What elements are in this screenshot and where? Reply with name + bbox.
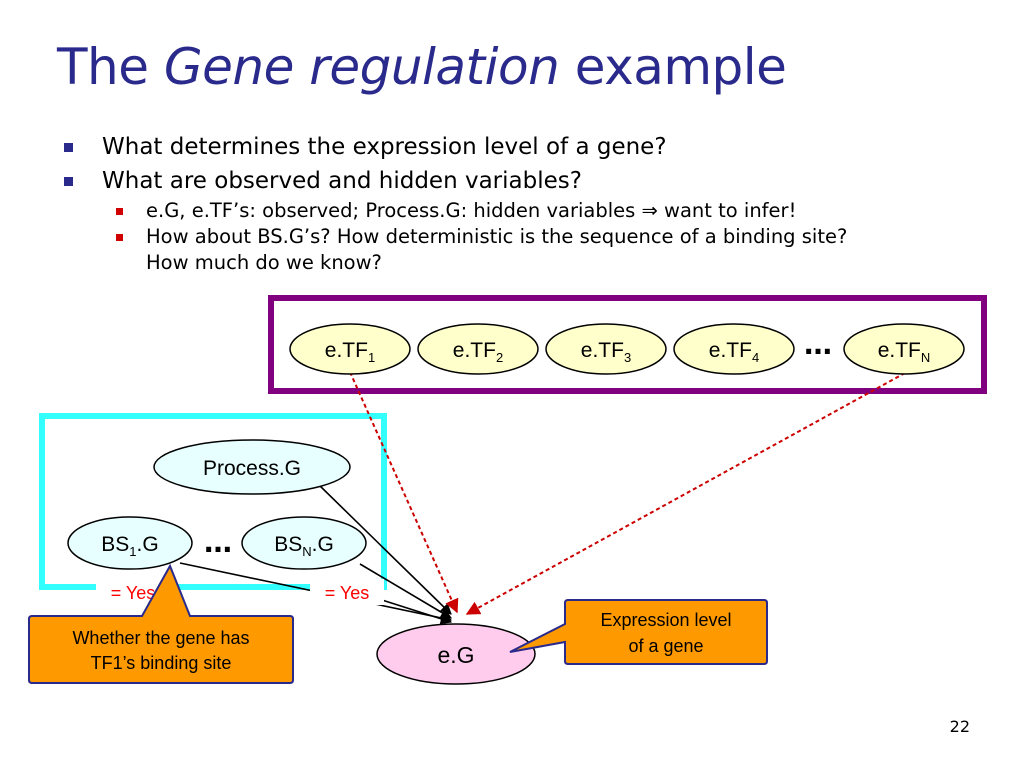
sub-bullet-text: e.G, e.TF’s: observed; Process.G: hidden… xyxy=(146,199,636,222)
node-label: BS xyxy=(274,533,302,556)
bullet-text: What are observed and hidden variables? xyxy=(102,168,582,194)
node-etf-n: e.TFN xyxy=(843,323,965,375)
title-emphasis: Gene regulation xyxy=(163,38,560,96)
edge-tfn-to-eg xyxy=(465,372,906,615)
node-label: e.G xyxy=(437,642,474,668)
page-number: 22 xyxy=(949,717,970,736)
callout-expression-level: Expression level of a gene xyxy=(509,599,768,665)
node-subscript: 2 xyxy=(496,350,503,365)
callout-line-1: Whether the gene has xyxy=(72,628,249,648)
implies-arrow-icon: ⇒ xyxy=(641,199,658,222)
node-label: Process.G xyxy=(203,457,301,480)
node-subscript: 4 xyxy=(752,350,759,365)
sub-bullet-line-2: How much do we know? xyxy=(146,251,382,274)
sub-bullet-binding-site: How about BS.G’s? How deterministic is t… xyxy=(60,224,990,276)
node-label: e.TF xyxy=(878,339,921,362)
node-label: e.TF xyxy=(325,339,368,362)
svg-text:BSN.G: BSN.G xyxy=(274,533,334,559)
svg-text:e.TF1: e.TF1 xyxy=(325,339,375,365)
title-part-2: example xyxy=(574,38,787,96)
sub-bullet-observed-hidden: e.G, e.TF’s: observed; Process.G: hidden… xyxy=(60,198,990,224)
hidden-variables-group-box xyxy=(39,413,387,590)
node-etf-2: e.TF2 xyxy=(417,323,539,375)
node-subscript: N xyxy=(302,544,311,559)
node-eg: e.G xyxy=(376,623,536,685)
node-subscript: 3 xyxy=(624,350,631,365)
node-bsn-g: BSN.G xyxy=(241,516,367,570)
node-etf-4: e.TF4 xyxy=(673,323,795,375)
node-subscript: N xyxy=(921,350,930,365)
node-label: e.TF xyxy=(581,339,624,362)
node-label: e.TF xyxy=(709,339,752,362)
yes-label-right: = Yes xyxy=(325,583,370,603)
callout-line-1: Expression level xyxy=(600,610,731,630)
svg-text:e.TF4: e.TF4 xyxy=(709,339,759,365)
node-etf-1: e.TF1 xyxy=(289,323,411,375)
node-label: BS xyxy=(101,533,129,556)
svg-text:BS1.G: BS1.G xyxy=(101,533,158,559)
edge-yes-to-eg xyxy=(381,599,453,625)
sub-bullet-line-1: How about BS.G’s? How deterministic is t… xyxy=(146,225,848,248)
svg-text:e.TF2: e.TF2 xyxy=(453,339,503,365)
callout-line-2: TF1’s binding site xyxy=(91,653,232,673)
node-label: e.TF xyxy=(453,339,496,362)
node-subscript: 1 xyxy=(368,350,375,365)
node-subscript: 1 xyxy=(129,544,136,559)
title-part-1: The xyxy=(57,38,149,96)
svg-text:e.TFN: e.TFN xyxy=(878,339,931,365)
bullet-text: What determines the expression level of … xyxy=(102,134,667,160)
bullet-list: What determines the expression level of … xyxy=(60,130,990,276)
edge-tf1-to-eg xyxy=(349,371,459,614)
node-bs1-g: BS1.G xyxy=(67,516,193,570)
callout-binding-site: Whether the gene has TF1’s binding site xyxy=(28,563,294,684)
node-etf-3: e.TF3 xyxy=(545,323,667,375)
sub-bullet-text: want to infer! xyxy=(664,199,797,222)
node-process-g: Process.G xyxy=(153,439,351,495)
bullet-variables-question: What are observed and hidden variables? xyxy=(60,164,990,198)
callout-line-2: of a gene xyxy=(628,636,703,656)
observed-tf-group-box xyxy=(268,295,987,394)
yes-label-left: = Yes xyxy=(111,583,156,603)
svg-text:e.TF3: e.TF3 xyxy=(581,339,631,365)
bullet-expression-question: What determines the expression level of … xyxy=(60,130,990,164)
slide-title: The Gene regulation example xyxy=(57,38,787,96)
node-label-tail: .G xyxy=(137,533,159,556)
tf-ellipsis: … xyxy=(804,328,832,361)
bs-ellipsis: … xyxy=(204,526,232,559)
edge-bsn-to-eg xyxy=(359,563,452,619)
node-label-tail: .G xyxy=(312,533,334,556)
edge-process-to-eg xyxy=(317,483,452,615)
